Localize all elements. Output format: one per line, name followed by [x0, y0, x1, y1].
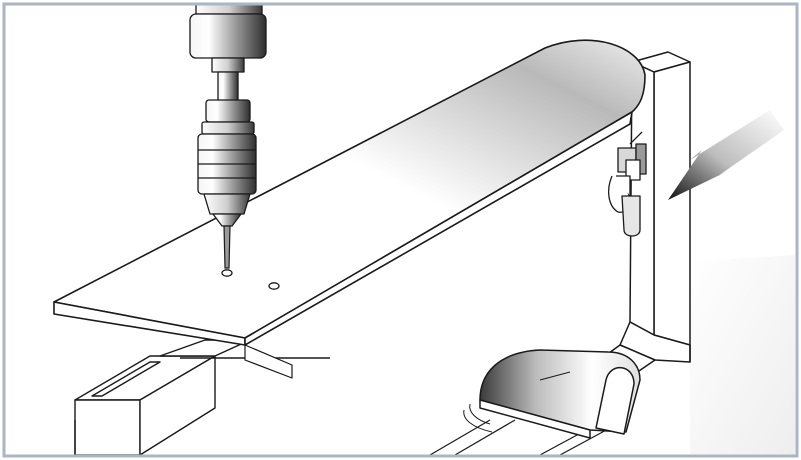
mounted-component [607, 131, 647, 237]
drilled-holes [221, 269, 280, 290]
drilled-hole [268, 282, 280, 290]
drill-bit [223, 225, 231, 269]
background-shade [690, 255, 795, 455]
drilled-hole [221, 269, 233, 277]
base-rail-lines [429, 419, 611, 456]
binding-cover [463, 349, 641, 439]
pointer-arrow [668, 110, 784, 200]
drill-press-chuck [189, 3, 267, 227]
base-rail [74, 339, 330, 456]
snowboard-deck [53, 39, 646, 379]
